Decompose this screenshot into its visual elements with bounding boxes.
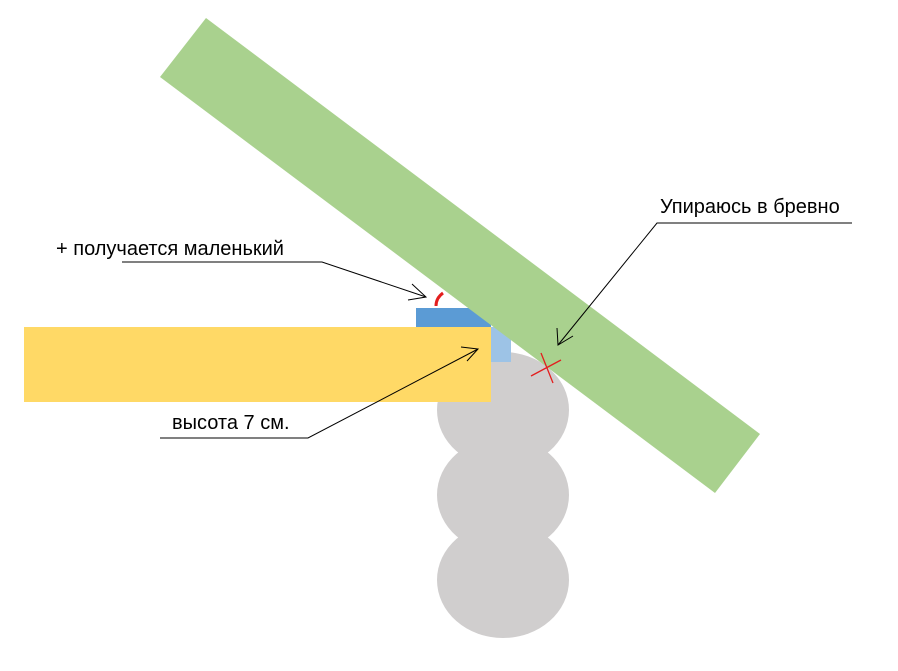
log-arrowhead <box>556 327 574 346</box>
log-bottom <box>437 522 569 638</box>
cross-mark <box>530 352 562 384</box>
log-middle <box>437 437 569 553</box>
angle-leader-line <box>122 261 427 298</box>
dark-blue-plate <box>416 308 491 327</box>
yellow-beam <box>24 327 491 402</box>
green-rafter <box>160 18 760 493</box>
angle-label: + получается маленький <box>56 238 284 260</box>
height-callout <box>160 346 480 439</box>
angle-callout <box>122 261 428 301</box>
log-callout <box>556 222 852 346</box>
angle-arrowhead <box>407 283 428 301</box>
angle-arc <box>434 291 444 307</box>
height-leader-line <box>160 348 479 439</box>
height-label: высота 7 см. <box>172 412 290 434</box>
log-label: Упираюсь в бревно <box>660 196 840 218</box>
log-leader-line <box>557 222 852 346</box>
log-wall <box>437 352 569 638</box>
height-arrowhead <box>460 346 480 362</box>
